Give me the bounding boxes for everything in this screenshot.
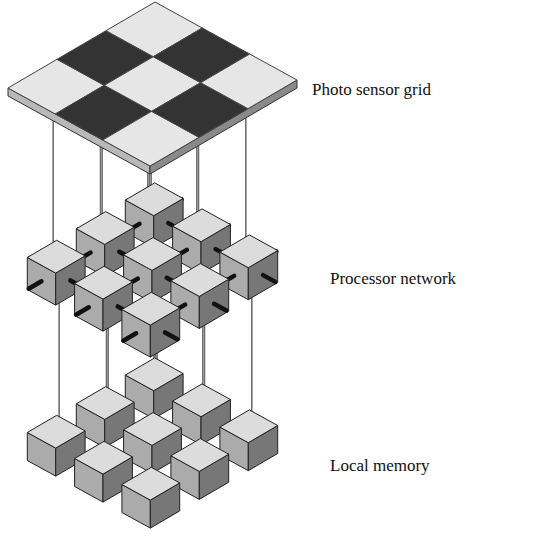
layer-label: Local memory [330, 456, 430, 476]
layer-label: Processor network [330, 269, 456, 289]
network-link [263, 275, 275, 282]
network-link [214, 304, 226, 311]
wires [53, 37, 252, 483]
processor-cube [122, 292, 180, 357]
processor-layer [27, 183, 277, 357]
layer-label: Photo sensor grid [312, 80, 431, 100]
network-link [123, 333, 136, 340]
photo-sensor [201, 54, 297, 109]
network-link [165, 332, 177, 339]
network-link [29, 281, 42, 288]
sensor-plate [8, 2, 297, 174]
memory-cube [122, 467, 180, 528]
network-link [76, 307, 89, 314]
memory-layer [27, 358, 277, 528]
